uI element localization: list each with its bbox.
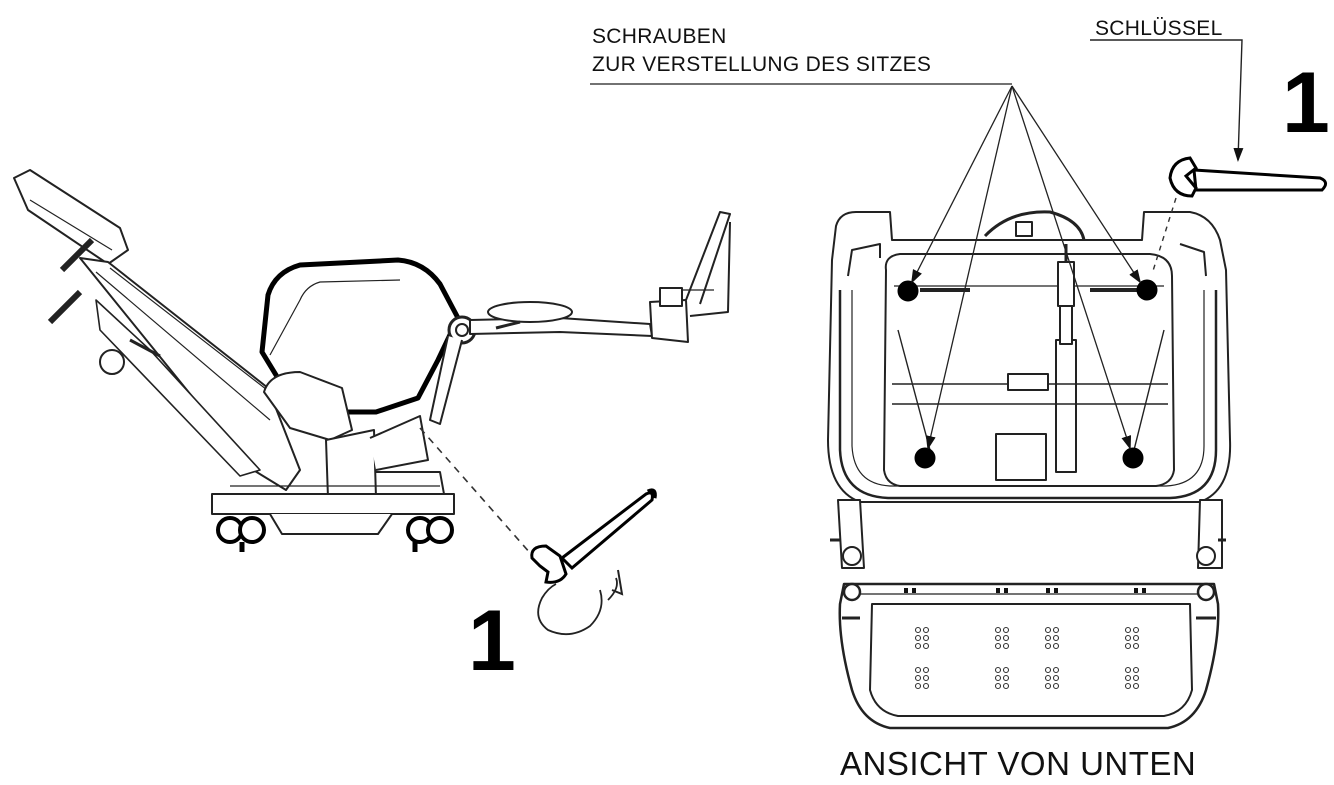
key-leader bbox=[1090, 39, 1244, 162]
seat-cushion bbox=[259, 257, 461, 415]
step-number-left: 1 bbox=[468, 593, 516, 689]
bottom-view-caption: ANSICHT VON UNTEN bbox=[840, 745, 1197, 782]
adjustment-screws bbox=[897, 279, 1158, 469]
screw-leader-lines bbox=[911, 85, 1142, 450]
hole-group bbox=[914, 626, 930, 690]
key-label: SCHLÜSSEL bbox=[1095, 17, 1223, 40]
footrest-rivets bbox=[904, 588, 1146, 593]
gas-strut bbox=[1055, 339, 1077, 473]
wrench-icon bbox=[530, 488, 657, 584]
headrest bbox=[13, 169, 129, 265]
rotation-arrow-icon bbox=[537, 569, 624, 636]
wheels bbox=[216, 516, 454, 552]
screw-top-right bbox=[1136, 279, 1158, 301]
screw-bottom-left bbox=[914, 447, 936, 469]
screws-label-line-1: SCHRAUBEN bbox=[592, 25, 727, 48]
key-wrench-icon bbox=[1168, 156, 1327, 198]
screw-top-left bbox=[897, 280, 919, 302]
base-frame bbox=[211, 493, 455, 515]
seat-side-view bbox=[13, 169, 731, 552]
step-number-right: 1 bbox=[1282, 55, 1330, 151]
screw-bottom-right bbox=[1122, 447, 1144, 469]
footrest-perforations bbox=[914, 626, 1140, 690]
seat-pan bbox=[883, 253, 1175, 487]
screws-label-line-2: ZUR VERSTELLUNG DES SITZES bbox=[592, 53, 932, 76]
guide-dashed-line bbox=[419, 427, 539, 563]
seat-bottom-view bbox=[827, 210, 1232, 730]
